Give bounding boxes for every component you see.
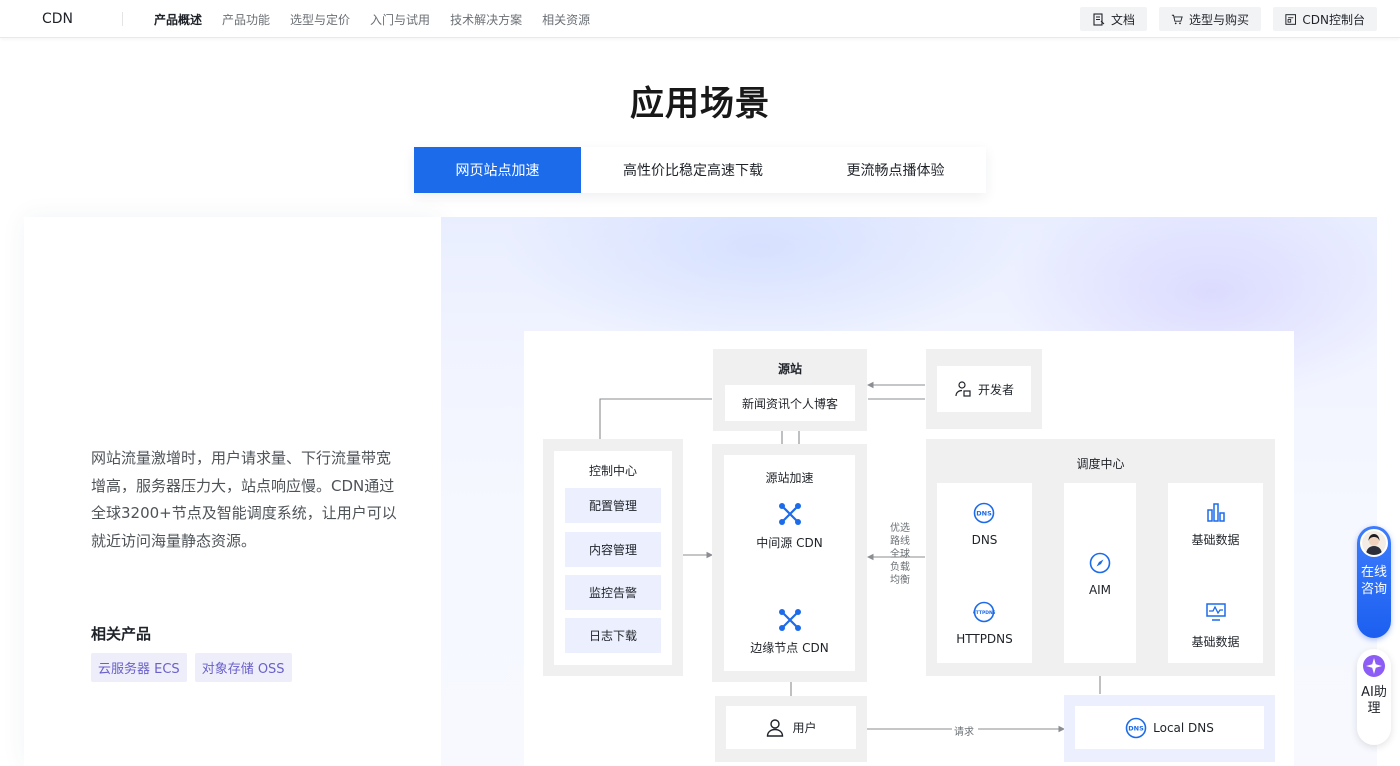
dispatch-center-title: 调度中心: [1076, 457, 1125, 471]
section-title: 应用场景: [630, 84, 770, 124]
tab-download[interactable]: 高性价比稳定高速下载: [581, 147, 805, 193]
dispatch-center-block: 调度中心 DNS DNS HTTPDNS HTTPDNS AIM 基础数据 基础…: [926, 439, 1275, 676]
nav-link-pricing[interactable]: 选型与定价: [290, 13, 351, 27]
aim-column: AIM: [1064, 483, 1136, 663]
docs-button-label: 文档: [1110, 12, 1135, 27]
user-label: 用户: [792, 721, 817, 735]
nav-link-resources[interactable]: 相关资源: [542, 13, 591, 27]
ai-assistant-label: AI助理: [1361, 685, 1387, 716]
brand-label[interactable]: CDN: [42, 11, 74, 27]
local-dns-block: DNS Local DNS: [1064, 695, 1275, 762]
origin-acceleration-block: 源站加速 中间源 CDN 边缘节点 CDN: [712, 444, 867, 682]
local-dns-label: Local DNS: [1153, 720, 1214, 735]
httpdns-label: HTTPDNS: [956, 632, 1013, 646]
edge-cdn-label: 边缘节点 CDN: [750, 641, 829, 655]
related-tag-oss[interactable]: 对象存储 OSS: [194, 653, 292, 682]
console-button-label: CDN控制台: [1302, 12, 1365, 27]
mid-cdn-icon: [779, 503, 801, 525]
developer-icon: [955, 381, 971, 397]
developer-block: 开发者: [926, 349, 1042, 429]
online-consult-button[interactable]: 在线咨询: [1357, 526, 1391, 638]
developer-label: 开发者: [977, 382, 1014, 397]
top-nav: CDN 产品概述 产品功能 选型与定价 入门与试用 技术解决方案 相关资源 文档…: [0, 0, 1400, 38]
console-button[interactable]: CDN控制台: [1273, 7, 1377, 31]
request-label: 请求: [954, 727, 974, 738]
user-node: 用户: [726, 706, 856, 749]
svg-text:DNS: DNS: [976, 510, 992, 518]
related-products-tags: 云服务器 ECS 对象存储 OSS: [91, 653, 292, 682]
control-item-logs: 日志下载: [565, 618, 661, 653]
related-products-title: 相关产品: [91, 625, 152, 643]
tab-vod[interactable]: 更流畅点播体验: [805, 147, 986, 193]
control-item-config: 配置管理: [565, 488, 661, 523]
svg-text:HTTPDNS: HTTPDNS: [973, 610, 995, 616]
nav-link-overview[interactable]: 产品概述: [154, 13, 203, 27]
aim-label: AIM: [1088, 583, 1112, 597]
origin-acceleration-title: 源站加速: [765, 471, 814, 485]
httpdns-icon: HTTPDNS: [973, 601, 995, 623]
user-icon: [767, 718, 784, 737]
scenario-description-card: 网站流量激增时，用户请求量、下行流量带宽增高，服务器压力大，站点响应慢。CDN通…: [24, 217, 441, 766]
scenario-description: 网站流量激增时，用户请求量、下行流量带宽增高，服务器压力大，站点响应慢。CDN通…: [91, 449, 397, 550]
control-item-content: 内容管理: [565, 532, 661, 567]
control-item-label: 日志下载: [588, 629, 637, 643]
tab-label: 更流畅点播体验: [846, 163, 945, 179]
origin-item-label: 新闻资讯个人博客: [741, 396, 838, 411]
document-icon: [1093, 12, 1105, 26]
control-item-label: 监控告警: [588, 586, 637, 600]
origin-item: 新闻资讯个人博客: [725, 385, 855, 421]
buy-button-label: 选型与购买: [1188, 12, 1249, 27]
routing-label: 优选路线全球负载均衡: [890, 523, 910, 586]
online-consult-label: 在线咨询: [1360, 565, 1387, 597]
avatar: [1360, 529, 1388, 557]
bar-chart-icon: [1207, 503, 1225, 522]
dns-label: DNS: [971, 533, 998, 547]
basic-data-label-2: 基础数据: [1191, 635, 1240, 649]
compass-icon: [1089, 552, 1111, 574]
control-center-title: 控制中心: [588, 464, 637, 478]
console-icon: [1285, 13, 1296, 25]
control-item-label: 内容管理: [588, 543, 637, 557]
basic-data-column: 基础数据 基础数据: [1168, 483, 1263, 663]
origin-block: 源站 新闻资讯个人博客: [713, 349, 867, 431]
nav-link-getting-started[interactable]: 入门与试用: [370, 13, 431, 27]
basic-data-label-1: 基础数据: [1191, 533, 1240, 547]
tab-label: 高性价比稳定高速下载: [623, 163, 763, 179]
control-center-block: 控制中心 配置管理 内容管理 监控告警 日志下载: [543, 439, 683, 676]
control-item-label: 配置管理: [588, 499, 637, 513]
cart-icon: [1171, 14, 1183, 24]
tab-label: 网页站点加速: [455, 163, 540, 179]
nav-links: 产品概述 产品功能 选型与定价 入门与试用 技术解决方案 相关资源: [154, 11, 610, 28]
svg-text:DNS: DNS: [1128, 724, 1144, 732]
developer-node: 开发者: [937, 366, 1031, 412]
edge-cdn-icon: [779, 609, 801, 631]
local-dns-node: DNS Local DNS: [1075, 706, 1264, 749]
dns-icon: DNS: [973, 502, 995, 524]
nav-link-features[interactable]: 产品功能: [222, 13, 271, 27]
scenario-tabs: 网页站点加速 高性价比稳定高速下载 更流畅点播体验: [414, 147, 986, 193]
related-tag-ecs[interactable]: 云服务器 ECS: [91, 653, 187, 682]
monitor-icon: [1206, 603, 1226, 621]
nav-divider: [122, 12, 123, 26]
buy-button[interactable]: 选型与购买: [1159, 7, 1261, 31]
nav-link-solutions[interactable]: 技术解决方案: [450, 13, 523, 27]
tab-web-acceleration[interactable]: 网页站点加速: [414, 147, 581, 193]
user-block: 用户: [715, 696, 867, 762]
control-item-monitoring: 监控告警: [565, 575, 661, 610]
mid-cdn-label: 中间源 CDN: [756, 536, 823, 550]
ai-assistant-button[interactable]: AI助理: [1357, 649, 1391, 745]
dns-column: DNS DNS HTTPDNS HTTPDNS: [937, 483, 1032, 663]
dns-icon: DNS: [1125, 717, 1147, 738]
origin-title: 源站: [777, 362, 802, 376]
sparkle-icon: [1363, 655, 1385, 677]
docs-button[interactable]: 文档: [1080, 7, 1147, 31]
